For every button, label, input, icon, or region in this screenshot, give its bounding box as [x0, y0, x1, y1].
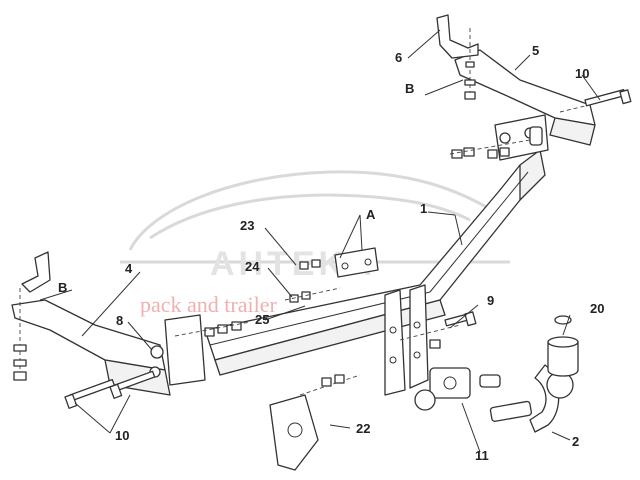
label-part-6: 6 [395, 50, 402, 65]
label-part-1: 1 [420, 201, 427, 216]
label-part-11: 11 [475, 448, 489, 463]
label-part-10-left: 10 [115, 428, 129, 443]
label-mount-a: A [366, 207, 376, 222]
nuts-right [449, 139, 531, 159]
part-labels: 1 2 4 5 6 8 9 10 10 11 20 22 23 24 25 A … [58, 43, 604, 463]
label-part-5: 5 [532, 43, 539, 58]
watermark-logo: AHTEKA pack and trailer [120, 170, 510, 317]
bolts-bottom-left [64, 370, 156, 409]
label-mount-b-top: B [405, 81, 414, 96]
leader-lines [39, 29, 601, 453]
label-part-2: 2 [572, 434, 579, 449]
ball-cover [547, 315, 579, 377]
left-mount-bracket [13, 251, 51, 381]
label-part-10-right: 10 [575, 66, 589, 81]
watermark-tagline: pack and trailer [140, 292, 277, 317]
label-part-20: 20 [590, 301, 604, 316]
label-part-24: 24 [245, 259, 260, 274]
bolt-top-right [559, 88, 632, 113]
electrical-socket [414, 367, 501, 411]
tow-ball-neck [489, 364, 574, 433]
label-mount-b-left: B [58, 280, 67, 295]
nuts-left [174, 321, 251, 337]
top-mount-bracket [436, 14, 479, 100]
main-crossbeam [204, 149, 546, 376]
hitch-mount-plates [384, 284, 429, 396]
socket-mount-plate [269, 374, 361, 471]
label-part-9: 9 [487, 293, 494, 308]
label-part-23: 23 [240, 218, 254, 233]
fasteners-23-25 [284, 259, 341, 303]
label-part-22: 22 [356, 421, 370, 436]
mount-plate-a [334, 247, 379, 278]
right-side-bracket [454, 49, 596, 161]
label-part-4: 4 [125, 261, 133, 276]
label-part-25: 25 [255, 312, 269, 327]
label-part-8: 8 [116, 313, 123, 328]
